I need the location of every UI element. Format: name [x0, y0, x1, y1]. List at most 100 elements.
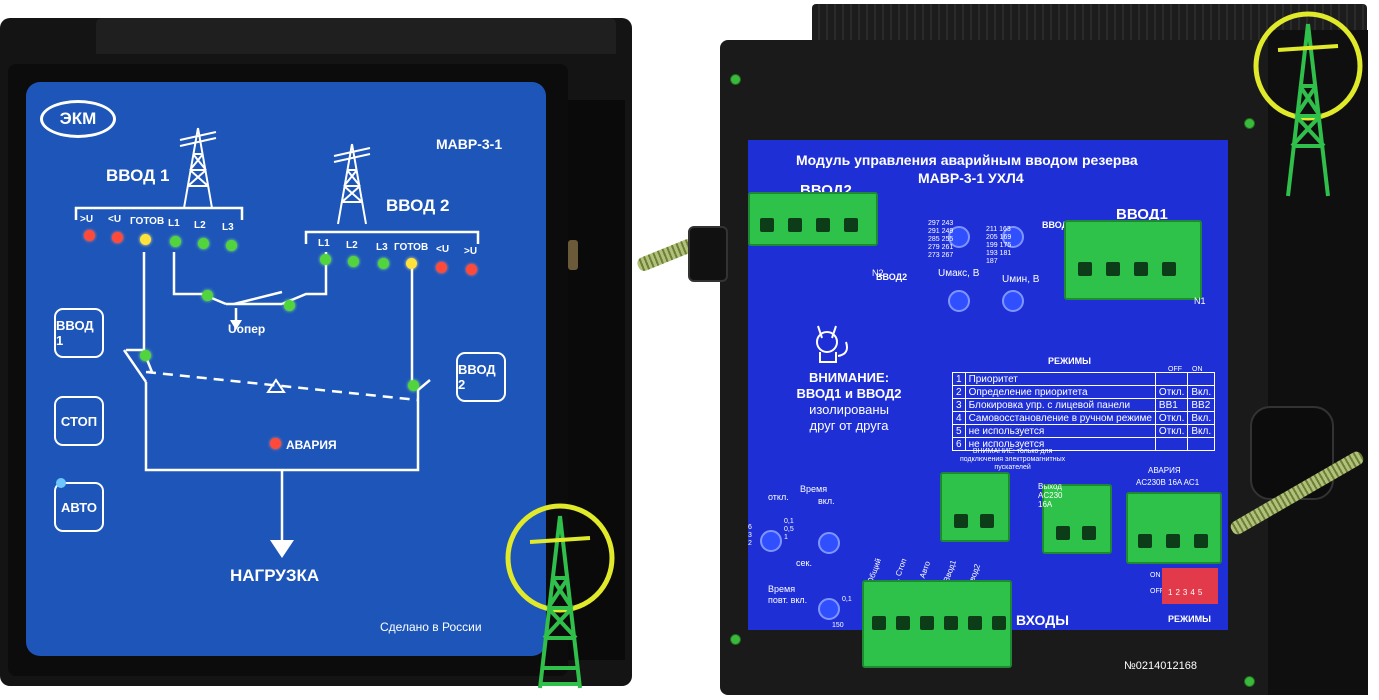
alarm-rating: AC230B 16A AC1 — [1136, 478, 1200, 487]
led-l3-2 — [378, 258, 389, 269]
input1-button[interactable]: ВВОД 1 — [54, 308, 104, 358]
terminal-input2[interactable] — [748, 192, 878, 246]
made-in-label: Сделано в России — [380, 620, 482, 634]
time-on-pot[interactable] — [818, 532, 840, 554]
power-tower-logo-icon — [1253, 11, 1363, 197]
umax-pot-2[interactable] — [948, 290, 970, 312]
logo-text: ЭКМ — [59, 109, 97, 128]
led-label: ГОТОВ — [130, 216, 165, 227]
modes-cell-off — [1154, 372, 1189, 386]
alarm-label-back: АВАРИЯ — [1148, 466, 1181, 475]
led-label: L2 — [194, 220, 206, 231]
umin-label: Uмин, В — [1002, 274, 1040, 285]
umin-pot-2[interactable] — [1002, 290, 1024, 312]
terminal-output[interactable] — [1042, 484, 1112, 554]
repeat-scale: 0,1 — [842, 596, 852, 603]
stop-button[interactable]: СТОП — [54, 396, 104, 446]
input2-button[interactable]: ВВОД 2 — [456, 352, 506, 402]
n2-marker: N2 — [872, 268, 884, 278]
dip-off-label: OFF — [1150, 588, 1164, 595]
alarm-label: АВАРИЯ — [286, 438, 337, 452]
led-label: ГОТОВ — [394, 242, 429, 253]
warning-block: ВНИМАНИЕ: ВВОД1 и ВВОД2 изолированы друг… — [796, 370, 902, 433]
modes-cell-on: Вкл. — [1187, 411, 1216, 425]
modes-cell-off: Откл. — [1154, 385, 1189, 399]
terminal-inputs[interactable] — [862, 580, 1012, 668]
side-clip — [568, 240, 578, 270]
time-off-label: откл. — [768, 492, 789, 502]
input2-label: ВВОД 2 — [386, 196, 450, 215]
modes-cell-on — [1187, 437, 1216, 451]
input1-terminal-label: ВВОД1 — [1116, 206, 1168, 223]
modes-cell-off — [1154, 437, 1189, 451]
umin-pot-1[interactable] — [1002, 226, 1024, 248]
input2-small-label: ВВОД2 — [876, 272, 908, 282]
led-ready-2 — [406, 258, 417, 269]
screw — [1244, 676, 1255, 687]
attention-small: ВНИМАНИЕ: только для подключения электро… — [960, 448, 1066, 471]
led-label: >U — [80, 214, 94, 225]
led-auto — [56, 478, 66, 488]
led-label: L2 — [346, 240, 358, 251]
modes-cell-text: Приоритет — [964, 372, 1156, 386]
led-overvoltage-2 — [466, 264, 477, 275]
time-label: Время — [800, 484, 828, 494]
led-label: L3 — [222, 222, 234, 233]
led-label: <U — [436, 244, 450, 255]
auto-button[interactable]: АВТО — [54, 482, 104, 532]
back-model: МАВР-3-1 УХЛ4 — [918, 170, 1024, 186]
led-label: >U — [464, 246, 478, 257]
led-l1-2 — [320, 254, 331, 265]
modes-on-label: ON — [1192, 366, 1203, 373]
modes-cell-off: ВВ1 — [1154, 398, 1189, 412]
time-repeat-pot[interactable] — [818, 598, 840, 620]
time-off-pot[interactable] — [760, 530, 782, 552]
led-l3-1 — [226, 240, 237, 251]
led-l2-1 — [198, 238, 209, 249]
led-undervoltage-2 — [436, 262, 447, 273]
time-on-label: вкл. — [818, 496, 835, 506]
terminal-starter[interactable] — [940, 472, 1010, 542]
serial-number: №0214012168 — [1124, 660, 1197, 672]
power-tower-icon — [179, 127, 217, 209]
umax-pot-1[interactable] — [948, 226, 970, 248]
screw — [730, 74, 741, 85]
modes-cell-off: Откл. — [1154, 424, 1189, 438]
modes-cell-n: 5 — [952, 424, 966, 438]
modes-cell-on: Вкл. — [1187, 385, 1216, 399]
screw — [730, 634, 741, 645]
modes-cell-n: 4 — [952, 411, 966, 425]
led-l2-2 — [348, 256, 359, 267]
led-breaker-2 — [408, 380, 419, 391]
modes-off-label: OFF — [1168, 366, 1182, 373]
led-breaker-1 — [140, 350, 151, 361]
mounting-clamp — [688, 226, 728, 282]
modes-cell-n: 3 — [952, 398, 966, 412]
dip-modes-label: РЕЖИМЫ — [1168, 614, 1211, 624]
terminal-input1[interactable] — [1064, 220, 1202, 300]
modes-cell-on: ВВ2 — [1187, 398, 1216, 412]
modes-cell-off: Откл. — [1154, 411, 1189, 425]
led-label: L1 — [318, 238, 330, 249]
screw — [1244, 118, 1255, 129]
uoper-label: Uопер — [228, 322, 266, 336]
power-tower-logo-icon — [505, 503, 615, 689]
terminal-alarm[interactable] — [1126, 492, 1222, 564]
led-label: L3 — [376, 242, 388, 253]
dip-switch[interactable] — [1162, 568, 1218, 604]
modes-cell-text: Блокировка упр. с лицевой панели — [964, 398, 1156, 412]
led-alarm — [270, 438, 281, 449]
load-label: НАГРУЗКА — [230, 566, 320, 585]
front-unit-top — [96, 18, 616, 54]
ekm-logo: ЭКМ — [40, 100, 116, 138]
led-label: <U — [108, 214, 122, 225]
back-panel: Модуль управления аварийным вводом резер… — [748, 140, 1228, 630]
back-title: Модуль управления аварийным вводом резер… — [796, 152, 1138, 168]
